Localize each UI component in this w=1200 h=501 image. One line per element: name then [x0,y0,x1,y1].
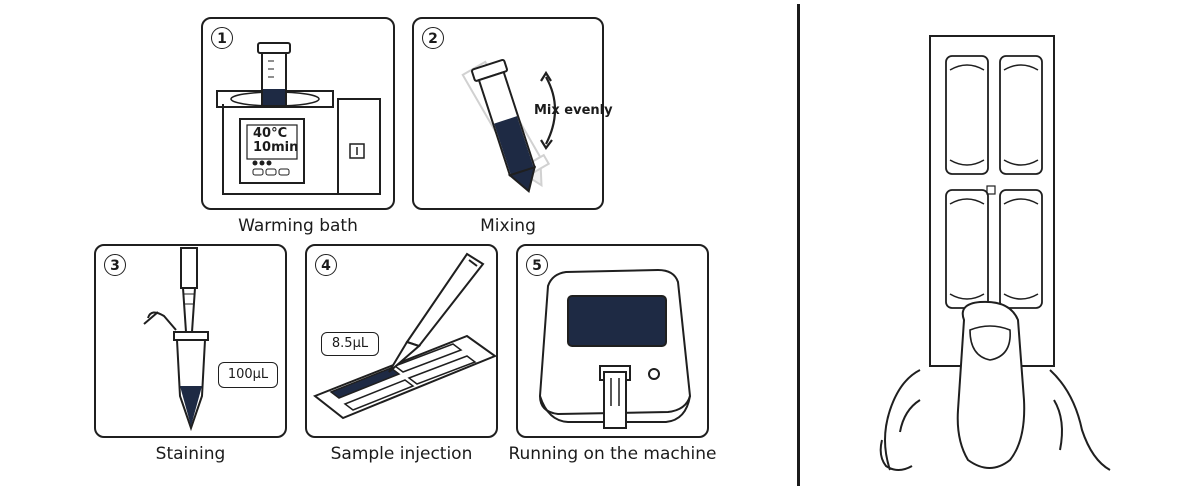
temperature-text: 40°C [253,126,288,141]
step-2-panel: 2 Mix evenly [412,17,613,210]
caption-warming-bath: Warming bath [238,216,358,236]
volume-callout: 100μL [218,362,278,388]
step-number: 5 [526,254,548,276]
step-5-panel: 5 [516,244,709,438]
analyzer-machine-illustration [538,268,692,429]
mix-evenly-label: Mix evenly [534,103,613,118]
warming-bath-illustration [216,42,381,195]
caption-sample-injection: Sample injection [330,444,473,464]
bath-temperature-display: 40°C 10min [253,127,298,155]
hand-holding-slide-illustration [879,35,1111,471]
caption-mixing: Mixing [480,216,536,236]
caption-staining: Staining [155,444,226,464]
sample-injection-illustration [313,252,498,420]
step-1-panel: 1 40°C 10min [201,17,395,210]
step-number: 4 [315,254,337,276]
step-3-panel: 3 100μL [94,244,287,438]
step-4-panel: 4 8.5μL [305,244,498,438]
step-number: 1 [211,27,233,49]
step-number: 3 [104,254,126,276]
time-text: 10min [253,140,299,155]
step-number: 2 [422,27,444,49]
volume-callout: 8.5μL [321,332,379,356]
mixing-illustration [461,58,556,193]
staining-illustration [143,247,209,432]
caption-running-on-machine: Running on the machine [508,444,717,464]
vertical-divider [797,4,800,486]
